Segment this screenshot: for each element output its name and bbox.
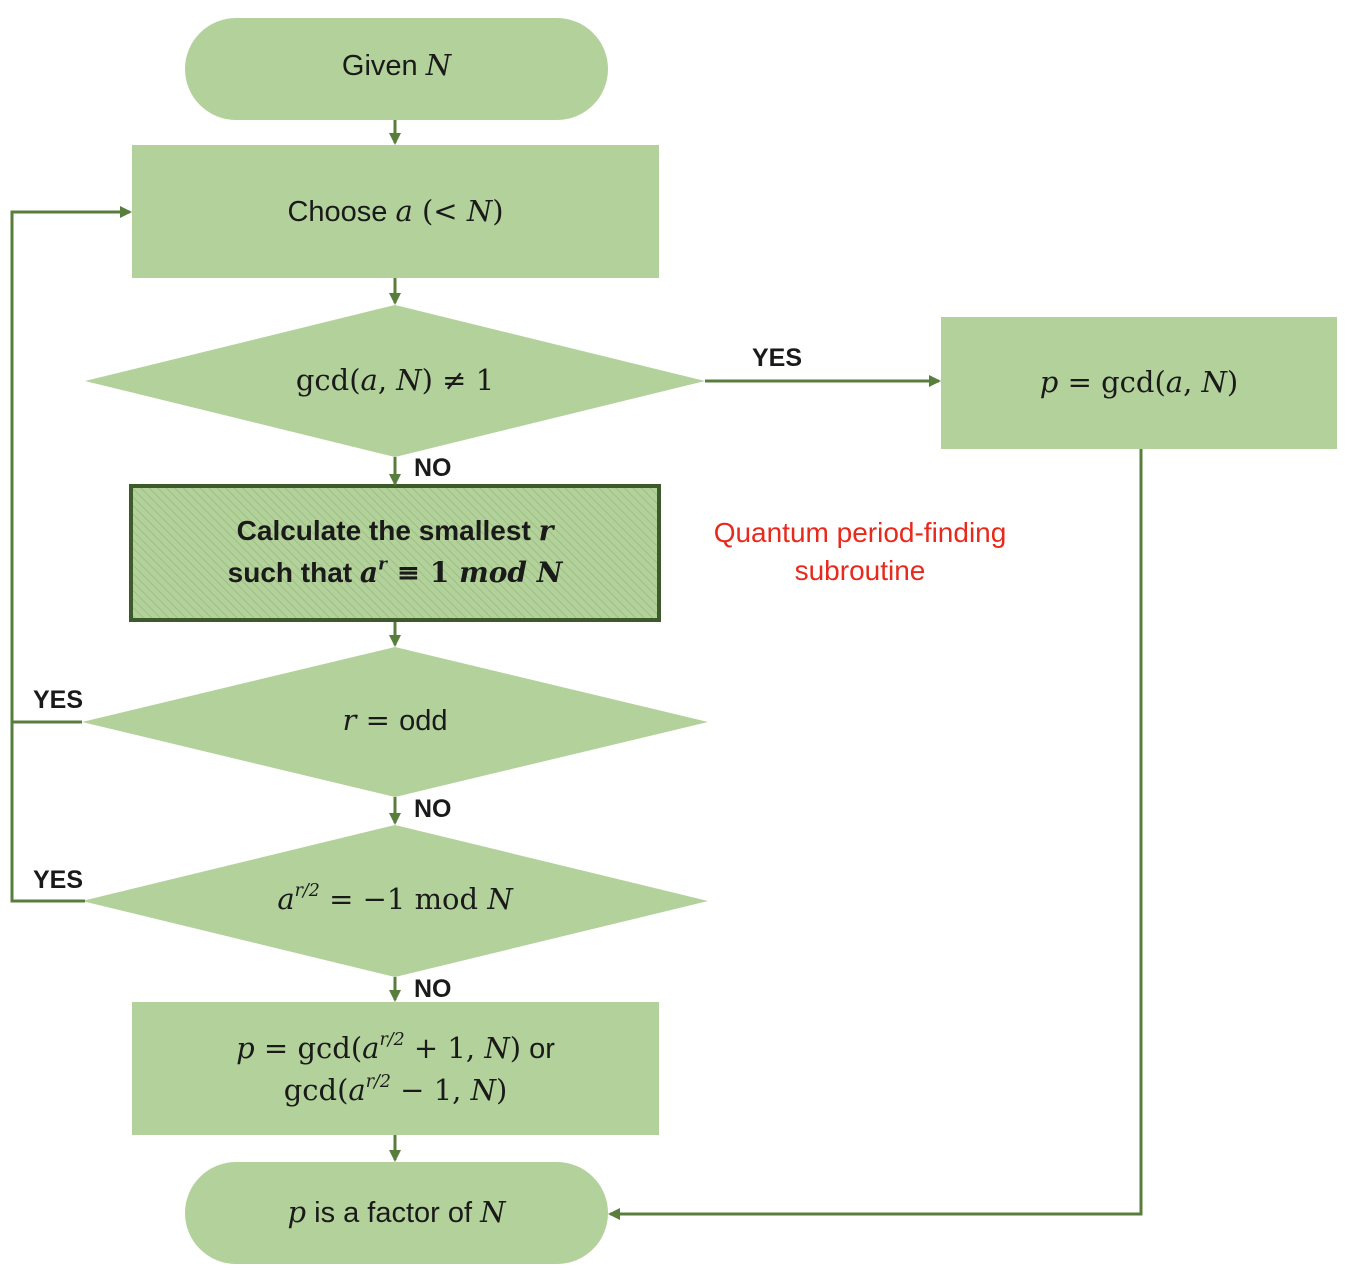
r-odd-diamond xyxy=(82,647,708,797)
r-odd-label: r = odd xyxy=(342,703,448,737)
gcd-result-box xyxy=(941,317,1337,449)
edge-label-no-gcd: NO xyxy=(414,454,452,482)
choose-a-box xyxy=(132,145,659,278)
compute-p-label-line1: p = gcd(ar/2 + 1, N) or xyxy=(236,1029,555,1065)
half-power-diamond xyxy=(82,825,708,977)
quantum-subroutine-box xyxy=(129,484,661,622)
quantum-label-line1: Calculate the smallest r xyxy=(236,514,554,547)
gcd-check-diamond xyxy=(85,305,705,457)
quantum-annotation-line1: Quantum period-finding xyxy=(713,517,1007,548)
edge-label-yes-half: YES xyxy=(33,866,84,894)
gcd-result-to-end-line xyxy=(608,449,1143,1220)
gcd-result-label: p = gcd(a, N) xyxy=(1039,365,1239,399)
gcd-check-label: gcd(a, N) ≠ 1 xyxy=(295,363,495,397)
quantum-annotation-line2: subroutine xyxy=(794,555,926,586)
quantum-annotation: Quantum period-finding subroutine xyxy=(690,514,1030,590)
edge-label-no-odd: NO xyxy=(414,795,452,823)
end-terminal xyxy=(185,1162,608,1264)
edge-label-no-half: NO xyxy=(414,975,452,1003)
edge-label-yes-gcd: YES xyxy=(752,344,803,372)
compute-p-label-line2: gcd(ar/2 − 1, N) xyxy=(283,1071,508,1107)
half-power-label: ar/2 = −1 mod N xyxy=(277,880,513,916)
end-label: p is a factor of N xyxy=(287,1195,506,1229)
quantum-label-line2: such that ar ≡ 1 mod N xyxy=(227,553,563,589)
start-label: Given N xyxy=(341,48,452,82)
start-terminal xyxy=(185,18,608,120)
edge-label-yes-odd: YES xyxy=(33,686,84,714)
loop-back-line xyxy=(10,206,132,903)
choose-label: Choose a (< N) xyxy=(287,194,504,228)
compute-p-box xyxy=(132,1002,659,1135)
